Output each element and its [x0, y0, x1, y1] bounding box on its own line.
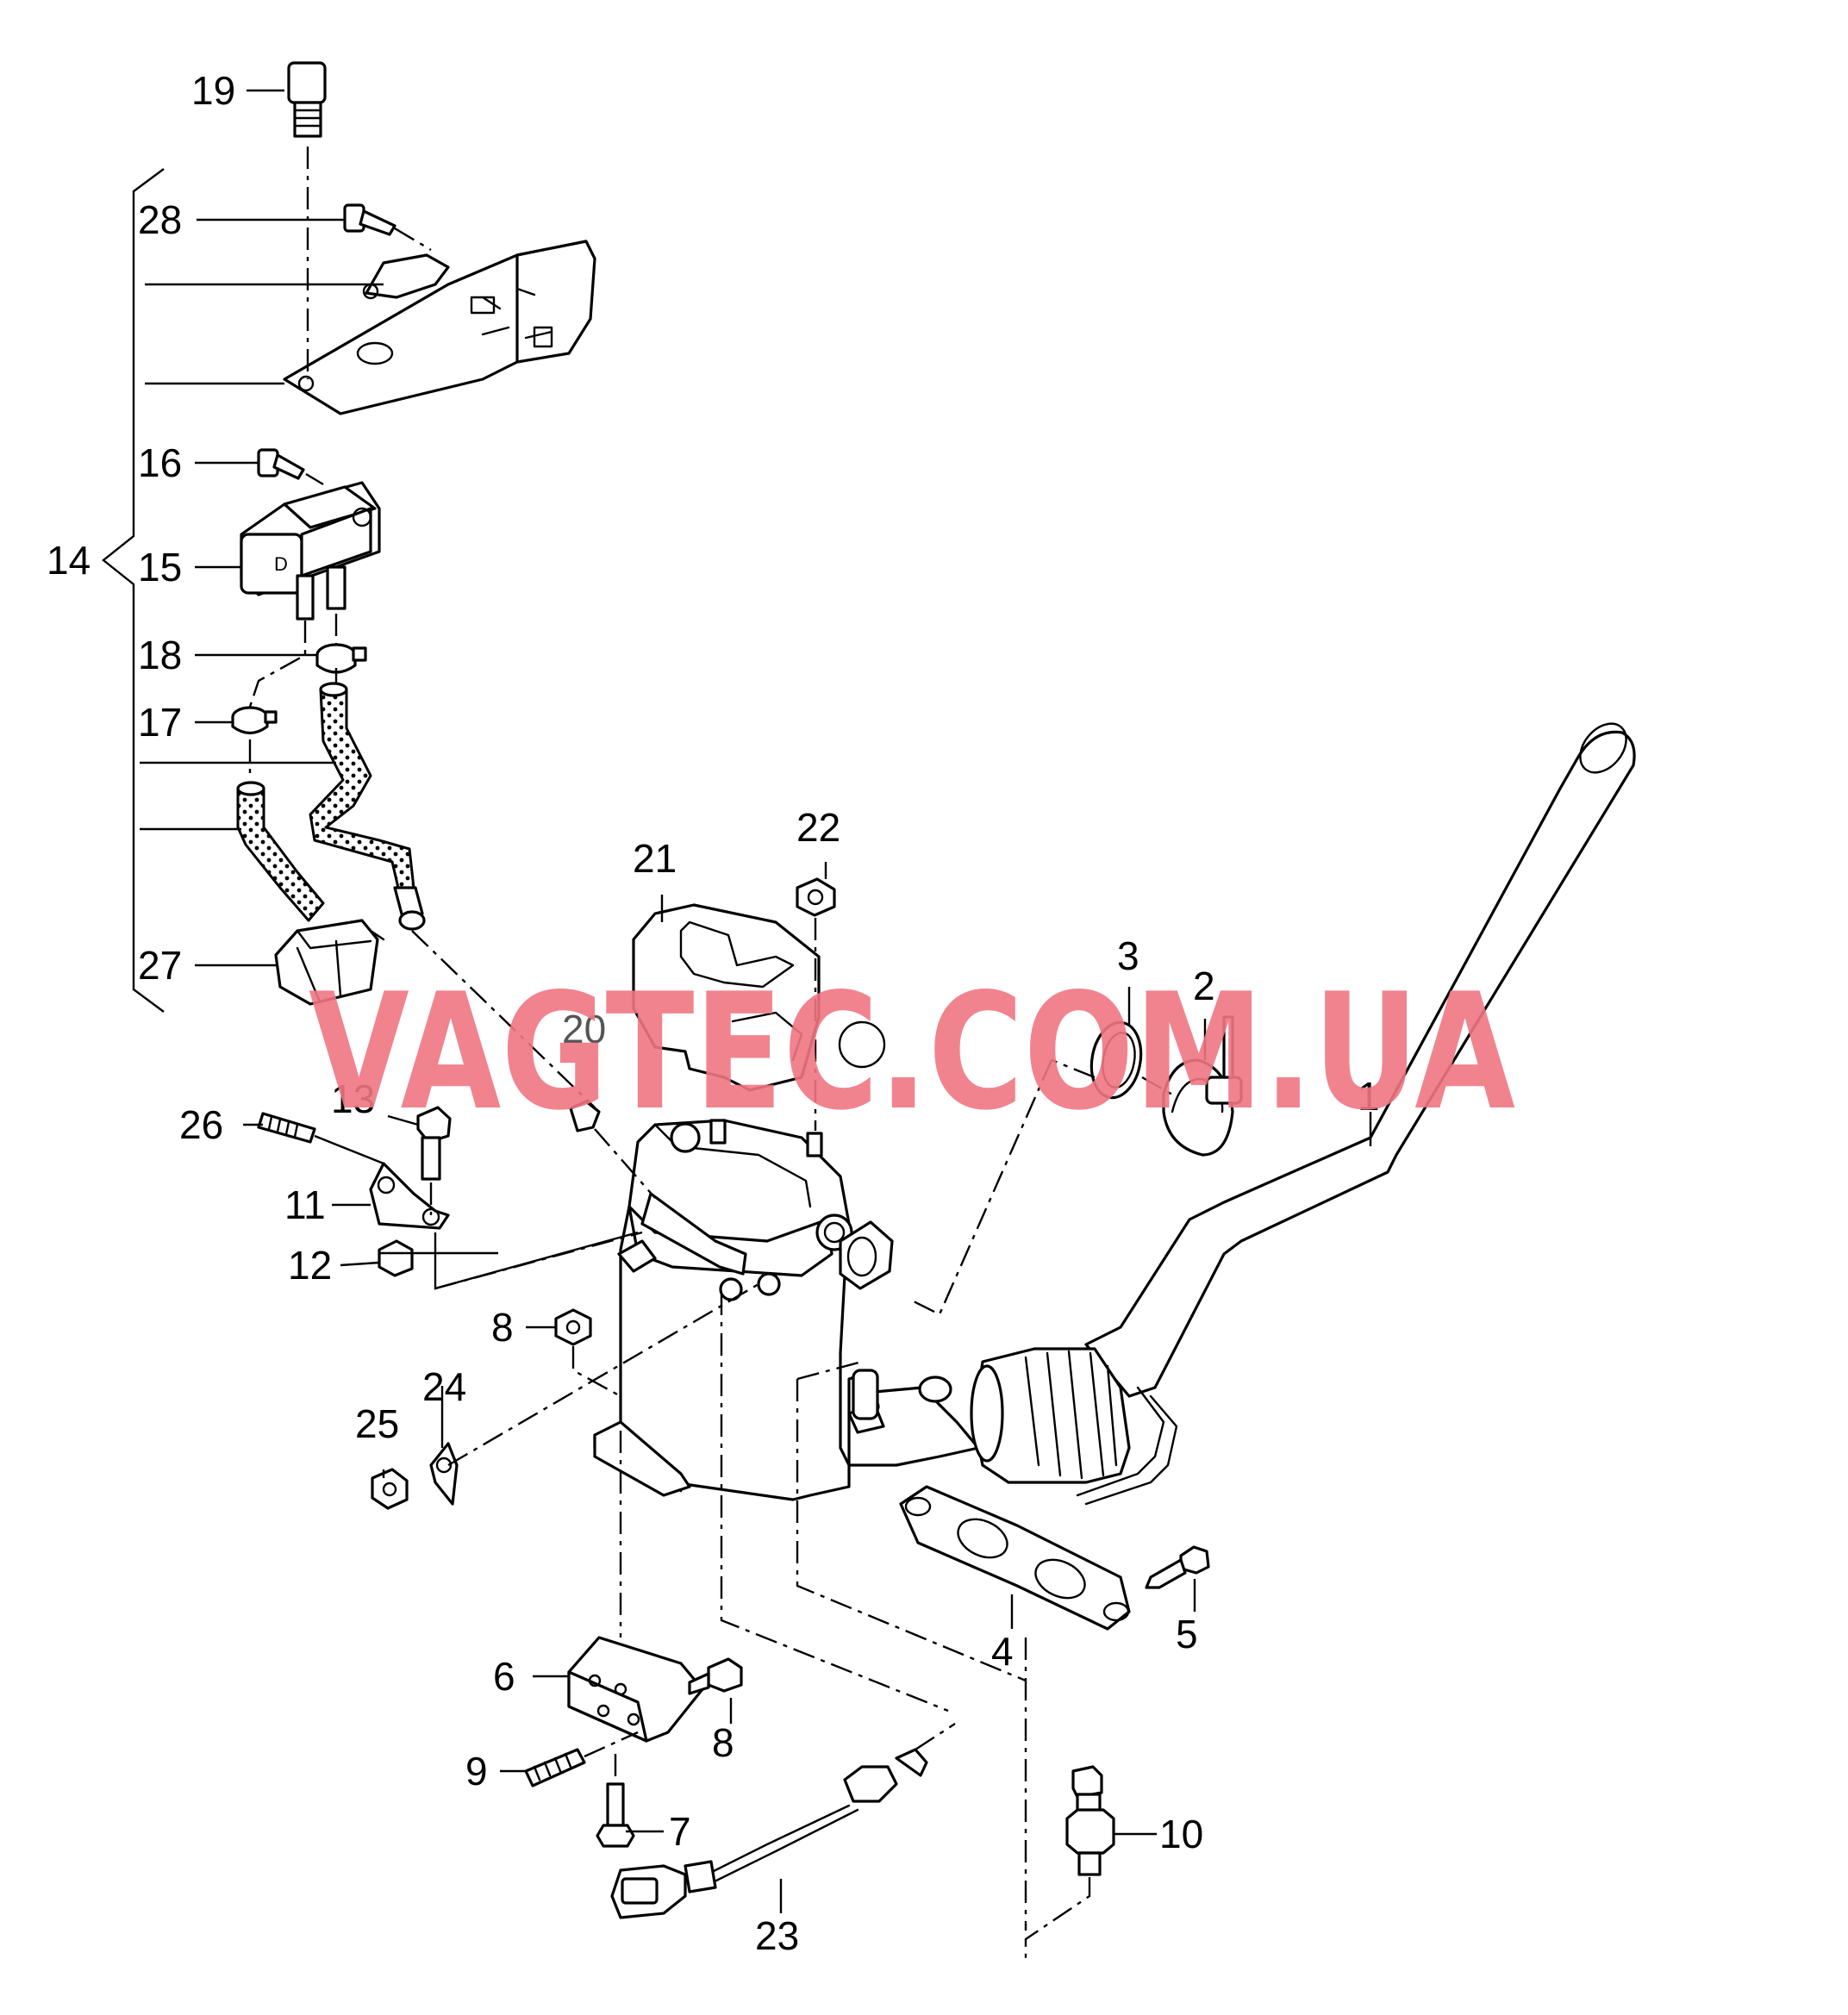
callout-15: 15: [138, 545, 182, 590]
pressure-sensor-15: D: [240, 481, 381, 621]
nut-22: [796, 877, 836, 917]
bolt-16: [257, 448, 305, 480]
hose-holder-27: [274, 919, 385, 1006]
clip-24: [429, 1442, 459, 1506]
callout-7: 7: [669, 1809, 691, 1854]
callout-4: 4: [991, 1629, 1014, 1674]
callout-23: 23: [755, 1913, 799, 1958]
bolt-28: [343, 203, 396, 236]
callout-22: 22: [796, 805, 840, 850]
mounting-plate: [593, 1420, 691, 1497]
callout-10: 10: [1159, 1812, 1203, 1856]
callout-5: 5: [1176, 1612, 1198, 1656]
callout-28: 28: [138, 197, 182, 242]
hose-clamp-17: [231, 706, 278, 735]
connection-pipe: [847, 1369, 980, 1467]
callout-16: 16: [138, 440, 182, 485]
svg-text:D: D: [274, 553, 288, 575]
callout-12: 12: [288, 1243, 332, 1288]
sensor-bracket: [283, 240, 596, 415]
callout-6: 6: [493, 1654, 515, 1699]
heat-shield-21: [632, 903, 886, 1092]
callout-13: 13: [331, 1076, 375, 1121]
gasket-3: [1089, 1020, 1143, 1100]
bolt-13: [416, 1106, 452, 1181]
callout-11: 11: [284, 1182, 326, 1227]
callout-3: 3: [1117, 933, 1139, 978]
temperature-sender-23: [610, 1748, 928, 1919]
clamp-2: [1162, 1015, 1243, 1157]
bolt-7: [596, 1782, 635, 1848]
callout-25: 25: [355, 1401, 399, 1446]
particulate-filter: [593, 1119, 894, 1501]
callout-21: 21: [633, 836, 677, 881]
sensor-fitting-20: [569, 1100, 601, 1132]
callout-26: 26: [179, 1102, 223, 1147]
hose-clamp-18: [315, 643, 367, 674]
callout-1: 1: [1358, 1074, 1380, 1119]
callout-20: 20: [562, 1007, 606, 1051]
callout-17: 17: [138, 700, 182, 745]
nut-8-upper: [554, 1308, 592, 1346]
callout-19: 19: [191, 68, 235, 113]
pressure-sender-10: [1065, 1765, 1115, 1876]
hose-long: [309, 682, 426, 931]
group-bracket-14: [102, 168, 165, 1013]
flange-gasket-4: [899, 1485, 1131, 1631]
stud-26: [257, 1112, 316, 1144]
callout-8-upper: 8: [491, 1305, 514, 1350]
bracket-11: [369, 1162, 450, 1230]
front-exhaust-pipe-1: [970, 722, 1636, 1506]
callout-9: 9: [465, 1749, 488, 1794]
bracket-6: [567, 1636, 704, 1743]
bolt-19: [287, 61, 327, 138]
nut-25: [371, 1468, 409, 1510]
callout-24: 24: [422, 1364, 466, 1409]
callout-14: 14: [47, 538, 91, 583]
callout-2: 2: [1193, 964, 1215, 1008]
nut-12: [378, 1239, 414, 1277]
bolt-5: [1145, 1545, 1210, 1589]
callout-18: 18: [138, 633, 182, 677]
callout-8-lower: 8: [712, 1720, 734, 1765]
stud-9: [524, 1748, 586, 1787]
watermark-text: VAGTEC.COM.UA: [309, 958, 1515, 1145]
hose-short: [236, 781, 325, 922]
bolt-8-lower: [688, 1657, 743, 1695]
callout-27: 27: [138, 943, 182, 988]
